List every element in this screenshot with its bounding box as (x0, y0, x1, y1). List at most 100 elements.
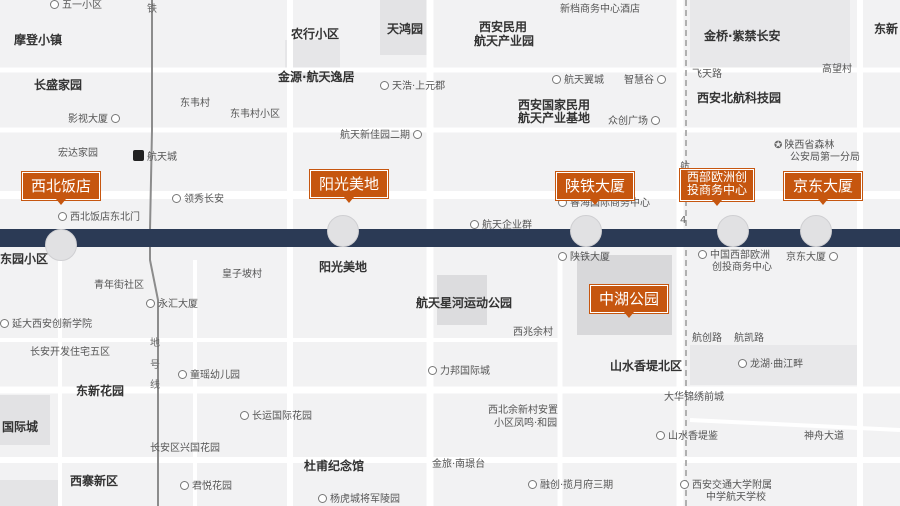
poi-label: 众创广场 (608, 116, 663, 128)
metro-line-band (0, 229, 900, 247)
callout-zhonghu-park[interactable]: 中湖公园 (590, 285, 669, 318)
callout-line: 西部欧洲创 (687, 170, 748, 184)
callout-shantie-dasha[interactable]: 陕铁大厦 (556, 172, 635, 205)
poi-label: 航凯路 (734, 333, 764, 344)
poi-label: 延大西安创新学院 (0, 319, 92, 331)
poi-icon (552, 75, 561, 84)
star-icon: ✪ (774, 140, 783, 151)
callout-line: 投商务中心 (687, 183, 748, 197)
poi-label: 五一小区 (50, 0, 102, 12)
place-label: 西寨新区 (70, 474, 119, 488)
poi-icon (380, 81, 389, 90)
poi-icon (0, 319, 9, 328)
station-circle[interactable] (570, 215, 602, 247)
place-label: 长盛家园 (34, 78, 83, 92)
poi-label: 影视大厦 (68, 114, 123, 126)
poi-icon (318, 494, 327, 503)
poi-label: 君悦花园 (180, 481, 232, 493)
place-label: 航天星河运动公园 (416, 296, 513, 310)
poi-label: 陕铁大厦 (558, 252, 610, 264)
metro-icon (133, 150, 144, 161)
poi-label: 小区凤鸣·和园 (494, 418, 558, 429)
poi-icon (738, 359, 747, 368)
poi-label: 京东大厦 (786, 252, 841, 264)
poi-label: 航创路 (692, 333, 722, 344)
poi-icon (558, 252, 567, 261)
station-circle[interactable] (45, 229, 77, 261)
poi-label: ✪陕西省森林 (774, 140, 835, 151)
poi-label: 西兆余村 (513, 327, 553, 338)
poi-label: 航天新佳园二期 (340, 130, 425, 142)
poi-label: 西北余新村安置 (488, 405, 558, 416)
place-label: 金源·航天逸居 (278, 70, 355, 84)
poi-label: 航天翼城 (552, 75, 604, 87)
road-label: 线 (150, 380, 160, 391)
callout-jingdong-dasha[interactable]: 京东大厦 (784, 172, 863, 205)
poi-label: 天浩·上元郡 (380, 81, 445, 93)
poi-icon (680, 480, 689, 489)
poi-icon (698, 250, 707, 259)
place-label: 山水香堤北区 (610, 359, 683, 373)
poi-label: 新档商务中心酒店 (560, 4, 640, 15)
poi-icon (528, 480, 537, 489)
poi-icon (178, 370, 187, 379)
poi-icon (651, 116, 660, 125)
poi-label: 高望村 (822, 64, 852, 75)
place-label: 天鸿园 (387, 22, 424, 36)
poi-icon (413, 130, 422, 139)
poi-icon (50, 0, 59, 9)
road-label: 铁 (147, 4, 157, 15)
road-label: 飞天路 (692, 69, 722, 80)
poi-label: 杨虎城将军陵园 (318, 494, 400, 506)
poi-label: 西安交通大学附属 (680, 480, 772, 492)
poi-label: 长安开发住宅五区 (30, 347, 110, 358)
station-circle[interactable] (717, 215, 749, 247)
callout-xibei-hotel[interactable]: 西北饭店 (22, 172, 101, 205)
poi-icon (180, 481, 189, 490)
poi-icon (656, 431, 665, 440)
place-label: 西安国家民用 (518, 98, 591, 112)
poi-label: 青年街社区 (94, 280, 144, 291)
poi-icon (829, 252, 838, 261)
road-label: 号 (150, 360, 160, 371)
place-label: 国际城 (2, 420, 39, 434)
poi-icon (146, 299, 155, 308)
metro-station-label: 航天城 (133, 150, 177, 164)
callout-yangguang-meidi[interactable]: 阳光美地 (310, 170, 389, 203)
place-label: 东新花园 (76, 384, 125, 398)
poi-label: 东韦村 (180, 98, 210, 109)
road-label: 航 (680, 162, 690, 173)
poi-icon (470, 220, 479, 229)
poi-label: 永汇大厦 (146, 299, 198, 311)
poi-label: 大华锦绣前城 (664, 392, 724, 403)
poi-icon (657, 75, 666, 84)
road-label: 地 (150, 338, 160, 349)
place-label: 航天产业基地 (518, 111, 591, 125)
place-label: 摩登小镇 (14, 33, 63, 47)
callout-xibu-ouzhou[interactable]: 西部欧洲创 投商务中心 (680, 169, 755, 206)
place-label: 西安民用 (479, 20, 528, 34)
poi-icon (240, 411, 249, 420)
place-label: 西安北航科技园 (697, 91, 782, 105)
poi-label: 航天企业群 (470, 220, 532, 232)
place-label: 东园小区 (0, 252, 49, 266)
poi-icon (172, 194, 181, 203)
poi-label: 公安局第一分局 (790, 152, 860, 163)
place-label: 阳光美地 (319, 260, 368, 274)
road-label: 神舟大道 (804, 431, 844, 442)
place-label: 东新 (874, 22, 899, 36)
poi-icon (428, 366, 437, 375)
place-label: 农行小区 (291, 27, 340, 41)
poi-label: 中学航天学校 (706, 492, 766, 503)
station-circle[interactable] (800, 215, 832, 247)
poi-label: 力邦国际城 (428, 366, 490, 378)
station-circle[interactable] (327, 215, 359, 247)
road-label: 4 (680, 215, 687, 226)
place-label: 杜甫纪念馆 (304, 459, 365, 473)
poi-label: 山水香堤鉴 (656, 431, 718, 443)
poi-label: 童瑶幼儿园 (178, 370, 240, 382)
poi-icon (111, 114, 120, 123)
poi-label: 领秀长安 (172, 194, 224, 206)
poi-icon (58, 212, 67, 221)
